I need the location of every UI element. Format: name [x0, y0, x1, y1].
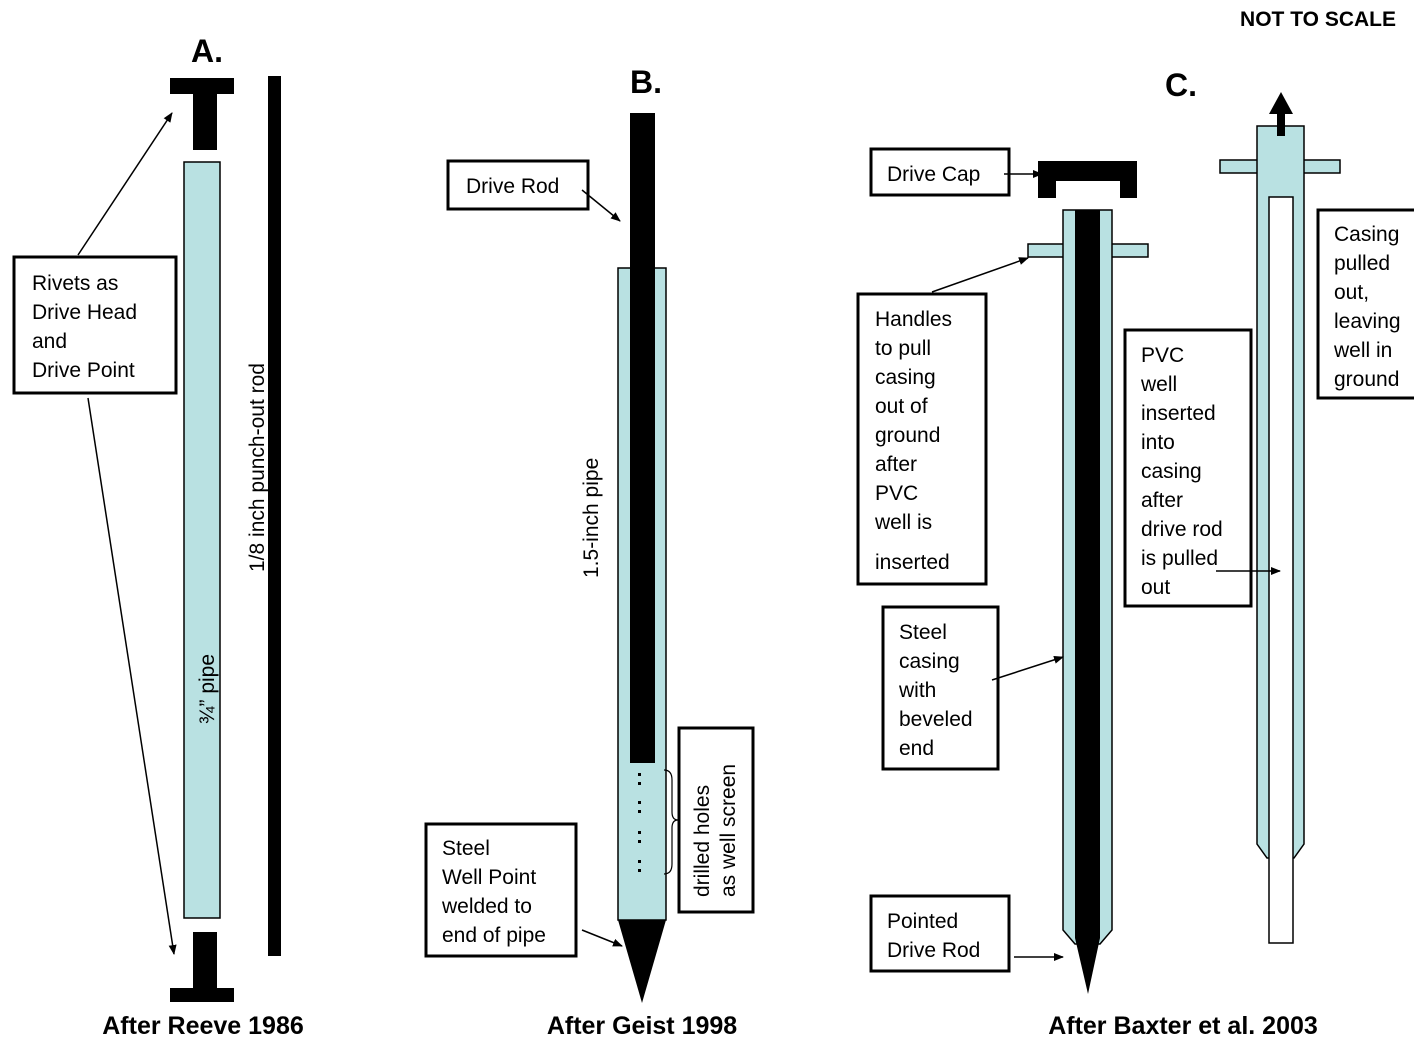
arrow-to-steel-casing [991, 655, 1064, 681]
casing-pulled-label: Casing pulled out, leaving well in groun… [1333, 223, 1406, 391]
rivets-label: Rivets as Drive Head and Drive Point [32, 272, 143, 382]
pointed-rod-label: Pointed Drive Rod [887, 910, 980, 962]
well-point-label: Steel Well Point welded to end of pipe [441, 837, 546, 947]
pull-up-arrow [1269, 92, 1293, 136]
drive-point-rivet [170, 932, 234, 1002]
drive-rod-label-box [446, 159, 590, 211]
arrow-to-handles [931, 257, 1029, 293]
arrow-to-drive-head [77, 112, 173, 256]
drilled-holes [638, 773, 641, 872]
punch-out-rod-label: 1/8 inch punch-out rod [246, 363, 269, 572]
holes-label-box [677, 726, 755, 914]
handles-label: Handles to pull casing out of ground aft… [874, 308, 958, 574]
panel-b-letter: B. [630, 64, 662, 100]
steel-casing-label-box [881, 605, 1000, 771]
holes-label: drilled holes as well screen [691, 764, 740, 897]
panel-c-caption: After Baxter et al. 2003 [1048, 1012, 1318, 1040]
pipe-b-label: 1.5-inch pipe [580, 458, 603, 578]
pvc-label-box [1123, 328, 1253, 608]
pointed-drive-rod [1075, 210, 1100, 994]
arrow-to-drive-point [87, 397, 177, 955]
handles-label-box [856, 292, 988, 586]
panel-b: B. 1.5-inch pipe Drive Rod drilled holes… [424, 64, 755, 1040]
pipe-a-label: ¾” pipe [196, 654, 219, 724]
scale-note: NOT TO SCALE [1240, 8, 1396, 31]
panel-c: C. Drive Cap Handles to pull casing out … [856, 67, 1414, 1040]
steel-casing-label: Steel casing with beveled end [898, 621, 978, 760]
pvc-well [1268, 196, 1294, 944]
panel-a-letter: A. [191, 33, 223, 69]
arrow-to-drive-rod [581, 189, 621, 222]
drive-cap-label-box [869, 147, 1011, 197]
panel-c-letter: C. [1165, 67, 1197, 103]
drive-cap [1038, 161, 1137, 198]
rivets-label-box [12, 255, 178, 395]
pvc-label: PVC well inserted into casing after driv… [1140, 344, 1229, 599]
steel-well-point [618, 920, 666, 1003]
casing-pulled-label-box [1316, 208, 1414, 400]
panel-a-caption: After Reeve 1986 [102, 1012, 304, 1040]
drive-rod-label: Drive Rod [466, 175, 559, 198]
well-point-label-box [424, 822, 578, 958]
pointed-rod-label-box [869, 894, 1011, 973]
three-quarter-pipe [183, 161, 221, 919]
arrow-to-well-point [581, 929, 623, 947]
panel-a: A. ¾” pipe 1/8 inch punch-out rod Rivets… [12, 33, 304, 1040]
punch-out-rod [268, 76, 281, 956]
drive-rod-b [630, 113, 655, 763]
drive-cap-label: Drive Cap [887, 163, 980, 186]
panel-b-caption: After Geist 1998 [547, 1012, 737, 1040]
drive-head-rivet [170, 78, 234, 150]
